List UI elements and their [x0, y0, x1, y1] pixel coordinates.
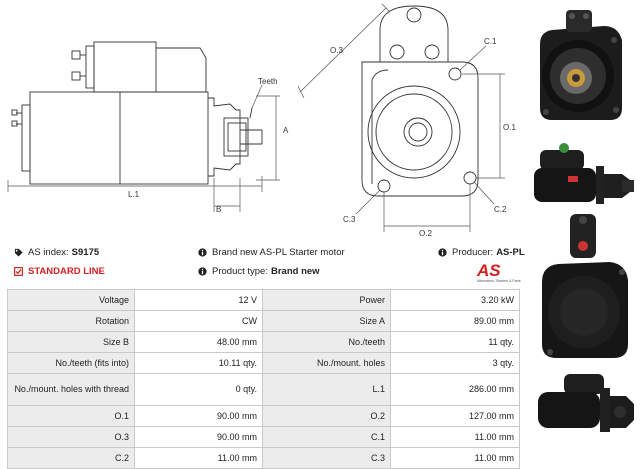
spec-value: 89.00 mm: [390, 310, 520, 332]
spec-label: C.2: [7, 447, 135, 469]
spec-value: 10.11 qty.: [134, 352, 263, 374]
dim-l1-label: L.1: [128, 190, 140, 199]
as-index-value: S9175: [71, 247, 100, 258]
spec-value: 286.00 mm: [390, 373, 520, 406]
spec-label: C.3: [262, 447, 391, 469]
dim-o1-label: O.1: [503, 123, 516, 132]
spec-value: 11.00 mm: [390, 426, 520, 448]
spec-label: Voltage: [7, 289, 135, 311]
technical-drawing: Teeth A B L.1 O.3 C.1 O.1 C.2 C.3 O.2: [7, 3, 516, 238]
front-flange: [361, 61, 479, 197]
spec-label: No./teeth (fits into): [7, 352, 135, 374]
spec-value: 3 qty.: [390, 352, 520, 374]
spec-value: 11.00 mm: [390, 447, 520, 469]
producer-label: Producer:: [452, 247, 494, 258]
spec-value: CW: [134, 310, 263, 332]
dim-a-label: A: [283, 126, 289, 135]
checkbox-icon: [14, 267, 23, 276]
dim-o3-label: O.3: [330, 46, 343, 55]
spec-label: C.1: [262, 426, 391, 448]
spec-label: No./mount. holes: [262, 352, 391, 374]
as-index-label: AS index:: [28, 247, 69, 258]
spec-label: O.1: [7, 405, 135, 427]
solenoid-body: [93, 41, 157, 93]
spec-label: No./teeth: [262, 331, 391, 353]
as-pl-logo: AS Alternators, Starters & Parts: [477, 261, 521, 288]
info-icon: [198, 267, 207, 276]
spec-value: 12 V: [134, 289, 263, 311]
spec-label: Size A: [262, 310, 391, 332]
standard-line: STANDARD LINE: [14, 266, 105, 277]
dim-o2-label: O.2: [419, 229, 432, 238]
spec-value: 90.00 mm: [134, 405, 263, 427]
info-icon: [438, 248, 447, 257]
spec-value: 90.00 mm: [134, 426, 263, 448]
motor-body: [29, 91, 209, 185]
brand-info: Brand new AS-PL Starter motor: [198, 247, 345, 258]
tag-icon: [14, 248, 23, 257]
spec-label: L.1: [262, 373, 391, 406]
dim-c2-label: C.2: [494, 205, 507, 214]
spec-value: 3.20 kW: [390, 289, 520, 311]
spec-label: Size B: [7, 331, 135, 353]
spec-value: 0 qty.: [134, 373, 263, 406]
spec-label: Power: [262, 289, 391, 311]
product-photo-angle: [538, 374, 634, 432]
product-type-value: Brand new: [270, 266, 320, 277]
product-type: Product type: Brand new: [198, 266, 320, 277]
spec-value: 127.00 mm: [390, 405, 520, 427]
dim-c1-label: C.1: [484, 37, 497, 46]
logo-mark: AS: [477, 261, 501, 280]
info-icon: [198, 248, 207, 257]
spec-value: 11 qty.: [390, 331, 520, 353]
as-index: AS index: S9175: [14, 247, 99, 258]
product-photo-front: [540, 10, 622, 120]
spec-label: O.2: [262, 405, 391, 427]
teeth-label: Teeth: [258, 77, 278, 86]
dim-b-label: B: [216, 205, 221, 214]
producer: Producer: AS-PL: [438, 247, 525, 258]
producer-value: AS-PL: [496, 247, 525, 258]
spec-value: 48.00 mm: [134, 331, 263, 353]
standard-line-text: STANDARD LINE: [28, 266, 105, 277]
spec-label: Rotation: [7, 310, 135, 332]
product-type-label: Product type:: [212, 266, 268, 277]
product-photo-side: [534, 143, 634, 204]
spec-label: No./mount. holes with thread: [7, 373, 135, 406]
spec-value: 11.00 mm: [134, 447, 263, 469]
spec-row: No./teeth (fits into)10.11 qty.No./mount…: [7, 352, 520, 374]
spec-label: O.3: [7, 426, 135, 448]
dim-c3-label: C.3: [343, 215, 356, 224]
front-housing: [367, 85, 461, 179]
product-photo-rear: [542, 214, 628, 358]
brand-text: Brand new AS-PL Starter motor: [212, 247, 345, 258]
logo-slogan: Alternators, Starters & Parts: [477, 279, 521, 283]
